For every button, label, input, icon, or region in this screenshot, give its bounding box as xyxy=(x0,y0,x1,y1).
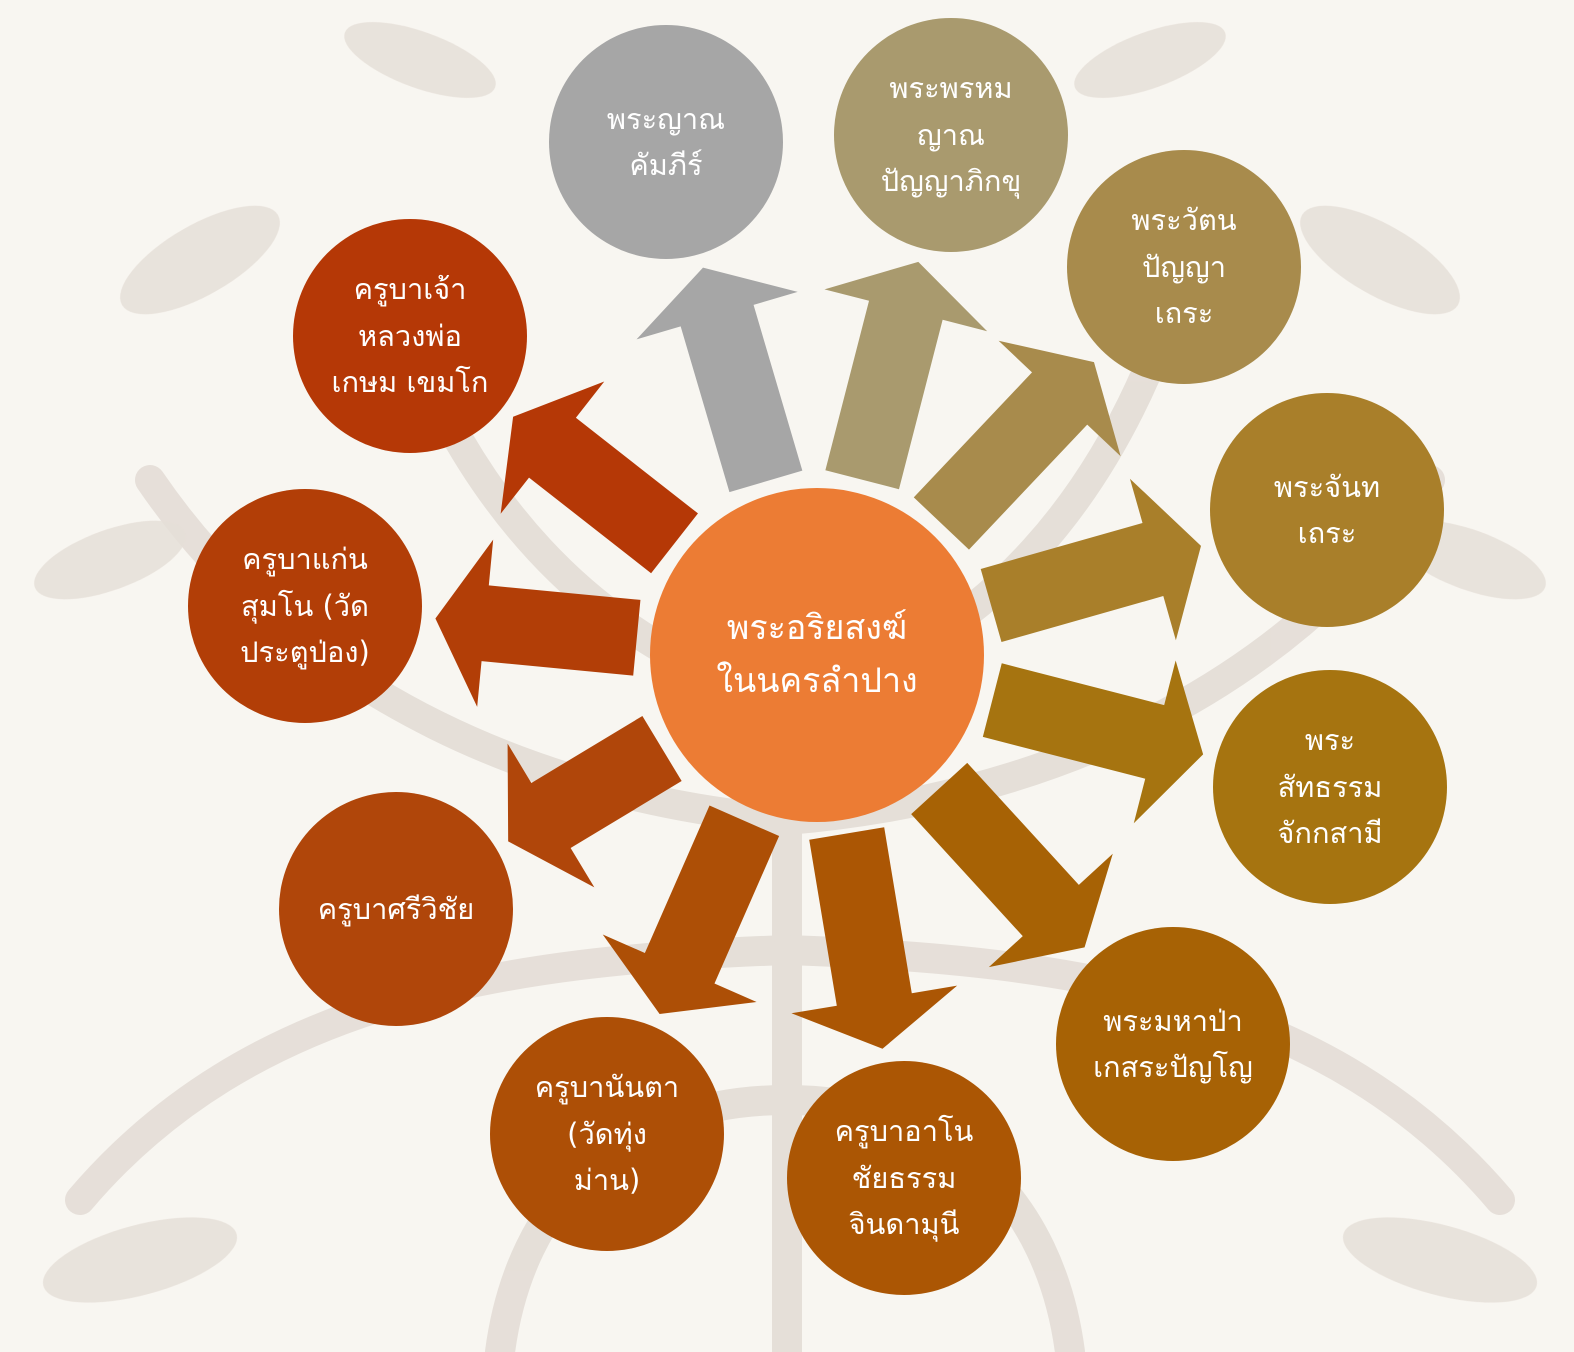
connector-arrow xyxy=(636,267,803,493)
connector-arrow xyxy=(500,381,698,574)
node-label: พระ สัทธรรม จักกสามี xyxy=(1277,723,1383,851)
connector-arrow xyxy=(791,827,958,1049)
connector-arrow xyxy=(824,261,988,490)
connector-arrow xyxy=(913,340,1121,550)
node-label: พระพรหม ญาณ ปัญญาภิกขุ xyxy=(880,71,1022,199)
connector-arrow xyxy=(911,762,1113,968)
node-label: พระญาณ คัมภีร์ xyxy=(606,101,726,182)
node-phra-chan: พระจันท เถระ xyxy=(1210,393,1444,627)
node-khruba-ano: ครูบาอาโน ชัยธรรม จินดามุนี xyxy=(787,1061,1021,1295)
node-khruba-nanta: ครูบานันตา (วัดทุ่ง ม่าน) xyxy=(490,1017,724,1251)
node-khruba-kaen: ครูบาแก่น สุมโน (วัด ประตูป่อง) xyxy=(188,489,422,723)
node-label: ครูบาเจ้า หลวงพ่อ เกษม เขมโก xyxy=(331,272,489,400)
node-khruba-kasem: ครูบาเจ้า หลวงพ่อ เกษม เขมโก xyxy=(293,219,527,453)
node-label: ครูบาแก่น สุมโน (วัด ประตูป่อง) xyxy=(240,542,370,670)
node-label: ครูบาอาโน ชัยธรรม จินดามุนี xyxy=(834,1114,974,1242)
node-phra-maha-pa: พระมหาป่า เกสระปัญโญ xyxy=(1056,927,1290,1161)
connector-arrow xyxy=(435,539,641,707)
node-label: พระมหาป่า เกสระปัญโญ xyxy=(1093,1003,1253,1084)
center-node: พระอริยสงฆ์ ในนครลำปาง xyxy=(650,488,984,822)
connector-arrow xyxy=(980,478,1201,643)
connector-arrow xyxy=(602,805,780,1015)
node-khruba-sriwichai: ครูบาศรีวิชัย xyxy=(279,792,513,1026)
node-label: ครูบาศรีวิชัย xyxy=(317,891,475,926)
node-phra-watthana: พระวัตน ปัญญา เถระ xyxy=(1067,150,1301,384)
node-phra-satham: พระ สัทธรรม จักกสามี xyxy=(1213,670,1447,904)
connector-arrow xyxy=(507,715,682,888)
connector-arrow xyxy=(982,660,1204,824)
node-phra-yan-khamphi: พระญาณ คัมภีร์ xyxy=(549,25,783,259)
center-node-label: พระอริยสงฆ์ ในนครลำปาง xyxy=(716,608,918,701)
node-label: ครูบานันตา (วัดทุ่ง ม่าน) xyxy=(534,1070,680,1198)
node-label: พระจันท เถระ xyxy=(1273,469,1381,550)
node-phra-phrom-yan: พระพรหม ญาณ ปัญญาภิกขุ xyxy=(834,18,1068,252)
node-label: พระวัตน ปัญญา เถระ xyxy=(1131,203,1237,331)
